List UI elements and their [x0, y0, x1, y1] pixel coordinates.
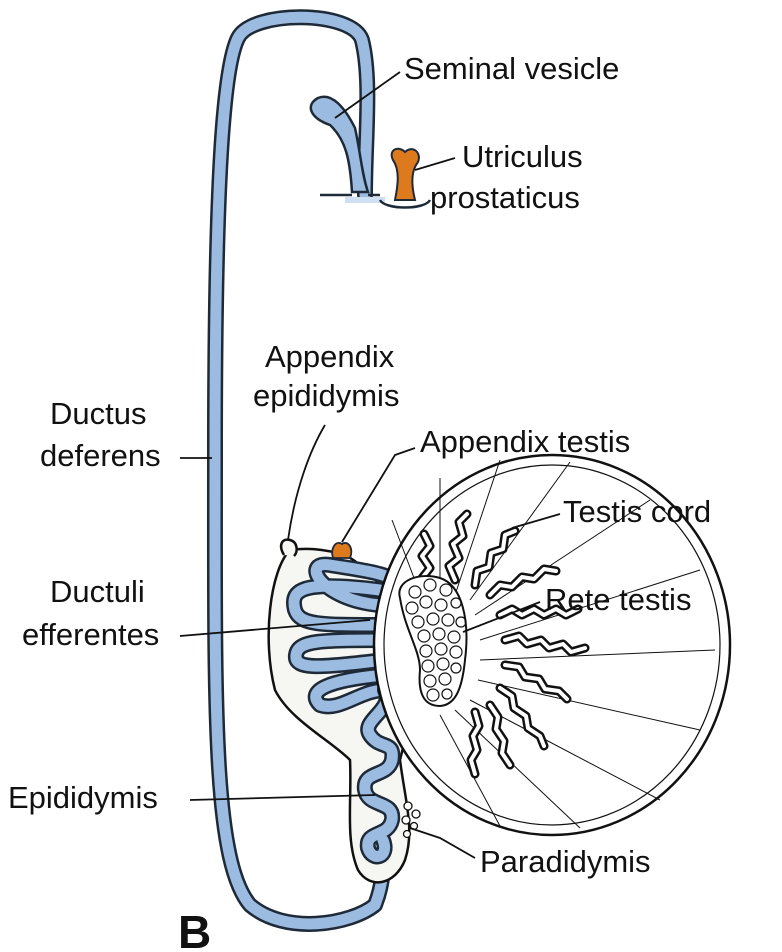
label-ductuli-efferentes-line2: efferentes	[22, 617, 159, 652]
label-ductus-deferens-line1: Ductus	[50, 396, 146, 431]
label-utriculus-prostaticus-line2: prostaticus	[430, 180, 580, 215]
label-seminal-vesicle: Seminal vesicle	[404, 51, 619, 86]
appendix-epididymis	[281, 540, 297, 556]
panel-letter: B	[178, 906, 211, 952]
label-testis-cord: Testis cord	[563, 494, 711, 529]
label-appendix-epididymis-line1: Appendix	[265, 339, 395, 374]
paradidymis	[402, 802, 420, 838]
label-epididymis: Epididymis	[8, 780, 158, 815]
label-ductus-deferens-line2: deferens	[40, 438, 161, 473]
label-utriculus-prostaticus-line1: Utriculus	[462, 139, 583, 174]
appendix-testis	[332, 543, 351, 558]
utriculus-prostaticus	[380, 149, 430, 208]
label-appendix-testis: Appendix testis	[420, 424, 630, 459]
label-paradidymis: Paradidymis	[480, 844, 651, 879]
label-appendix-epididymis-line2: epididymis	[253, 378, 399, 413]
label-ductuli-efferentes-line1: Ductuli	[50, 574, 145, 609]
label-rete-testis: Rete testis	[545, 582, 691, 617]
